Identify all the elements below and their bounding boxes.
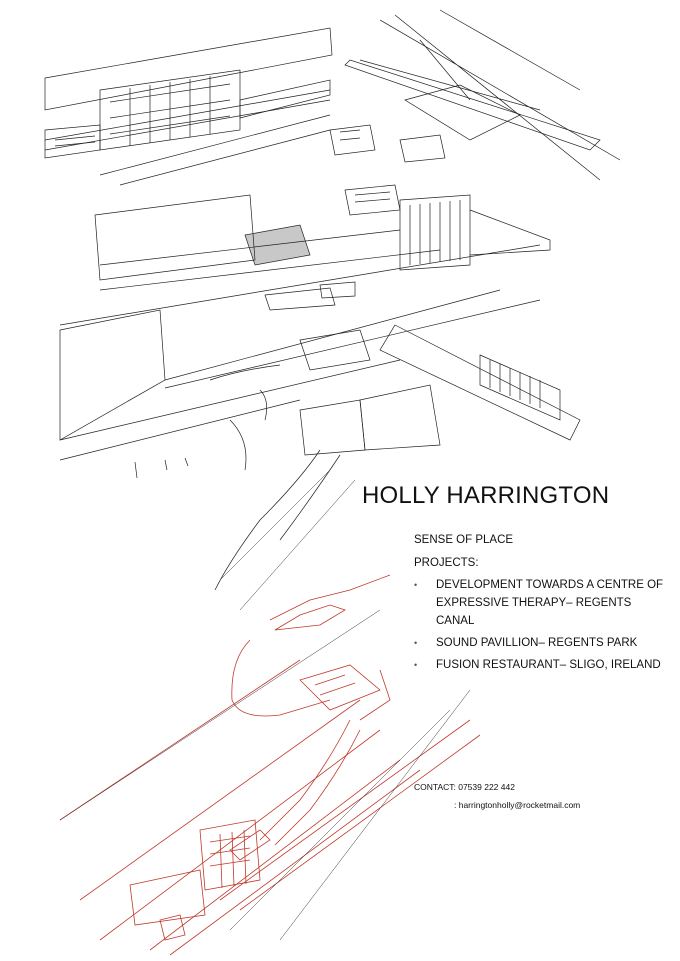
- projects-list: • DEVELOPMENT TOWARDS A CENTRE OF EXPRES…: [414, 576, 664, 678]
- projects-label: PROJECTS:: [414, 557, 479, 569]
- project-item: • FUSION RESTAURANT– SLIGO, IRELAND: [414, 656, 664, 674]
- bullet-icon: •: [414, 660, 418, 670]
- designer-name: HOLLY HARRINGTON: [362, 482, 610, 509]
- project-text: DEVELOPMENT TOWARDS A CENTRE OF EXPRESSI…: [436, 579, 664, 627]
- contact-email: : harringtonholly@rocketmail.com: [454, 800, 581, 810]
- portfolio-subtitle: SENSE OF PLACE: [414, 534, 514, 546]
- sketch-red-site-plan: [59, 574, 481, 956]
- project-text: SOUND PAVILLION– REGENTS PARK: [436, 637, 638, 649]
- sketch-middle: [59, 184, 551, 326]
- bullet-icon: •: [414, 580, 418, 590]
- bullet-icon: •: [414, 638, 418, 648]
- sketch-ground-plane: [59, 289, 581, 591]
- sketch-top-left: [44, 27, 333, 186]
- sketch-top-right: [329, 9, 621, 181]
- project-text: FUSION RESTAURANT– SLIGO, IRELAND: [436, 659, 661, 671]
- contact-phone: CONTACT: 07539 222 442: [414, 782, 515, 792]
- project-item: • DEVELOPMENT TOWARDS A CENTRE OF EXPRES…: [414, 576, 664, 630]
- sketch-perspective-lines: [59, 469, 471, 941]
- project-item: • SOUND PAVILLION– REGENTS PARK: [414, 634, 664, 652]
